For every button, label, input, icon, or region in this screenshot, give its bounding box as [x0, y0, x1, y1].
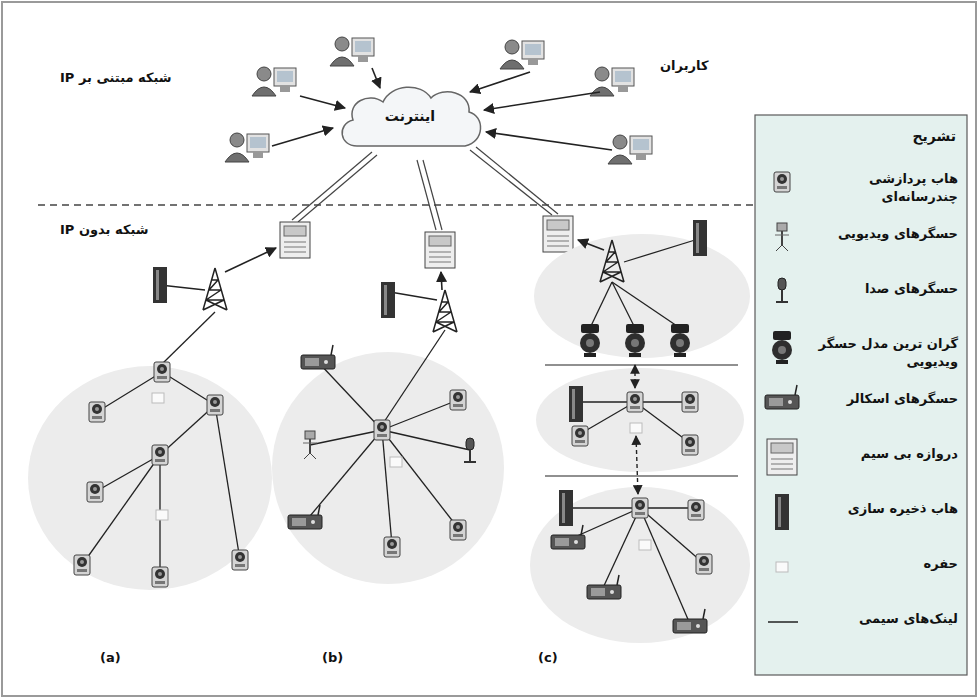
panel-letter: (c) — [538, 650, 558, 665]
legend-text: هاب پردازشی چندرسانه‌ای — [869, 171, 958, 204]
legend-text: حسگرهای ویدیویی — [838, 226, 958, 241]
legend-entry: هاب ذخیره سازی — [798, 500, 958, 518]
legend-text: گران ترین مدل حسگر ویدیویی — [819, 336, 958, 369]
legend-entry: گران ترین مدل حسگر ویدیویی — [798, 335, 958, 370]
users-label: کاربران — [660, 58, 708, 73]
legend-entry: هاب پردازشی چندرسانه‌ای — [798, 170, 958, 205]
legend-text: لینک‌های سیمی — [859, 611, 958, 626]
legend-entry: حسگرهای ویدیویی — [798, 225, 958, 243]
legend-heading: تشریح — [912, 128, 956, 144]
zone-label: شبکه بدون IP — [60, 222, 149, 237]
panel-letter: (b) — [322, 650, 343, 665]
legend-text: حفره — [924, 556, 959, 571]
panel-letter: (a) — [100, 650, 121, 665]
legend-entry: لینک‌های سیمی — [798, 610, 958, 628]
internet-cloud: اینترنت — [335, 78, 485, 160]
zone-label: شبکه مبتنی بر IP — [60, 70, 172, 85]
legend-text: هاب ذخیره سازی — [848, 501, 958, 516]
legend-text: حسگرهای اسکالر — [847, 391, 958, 406]
node-text: اینترنت — [385, 108, 435, 124]
legend-entry: حفره — [798, 555, 958, 573]
cloud-shape — [342, 87, 480, 146]
legend-entry: دروازه بی سیم — [798, 445, 958, 463]
legend-entry: حسگرهای صدا — [798, 280, 958, 298]
legend-text: دروازه بی سیم — [861, 446, 958, 461]
legend-text: حسگرهای صدا — [865, 281, 958, 296]
legend-entry: حسگرهای اسکالر — [798, 390, 958, 408]
